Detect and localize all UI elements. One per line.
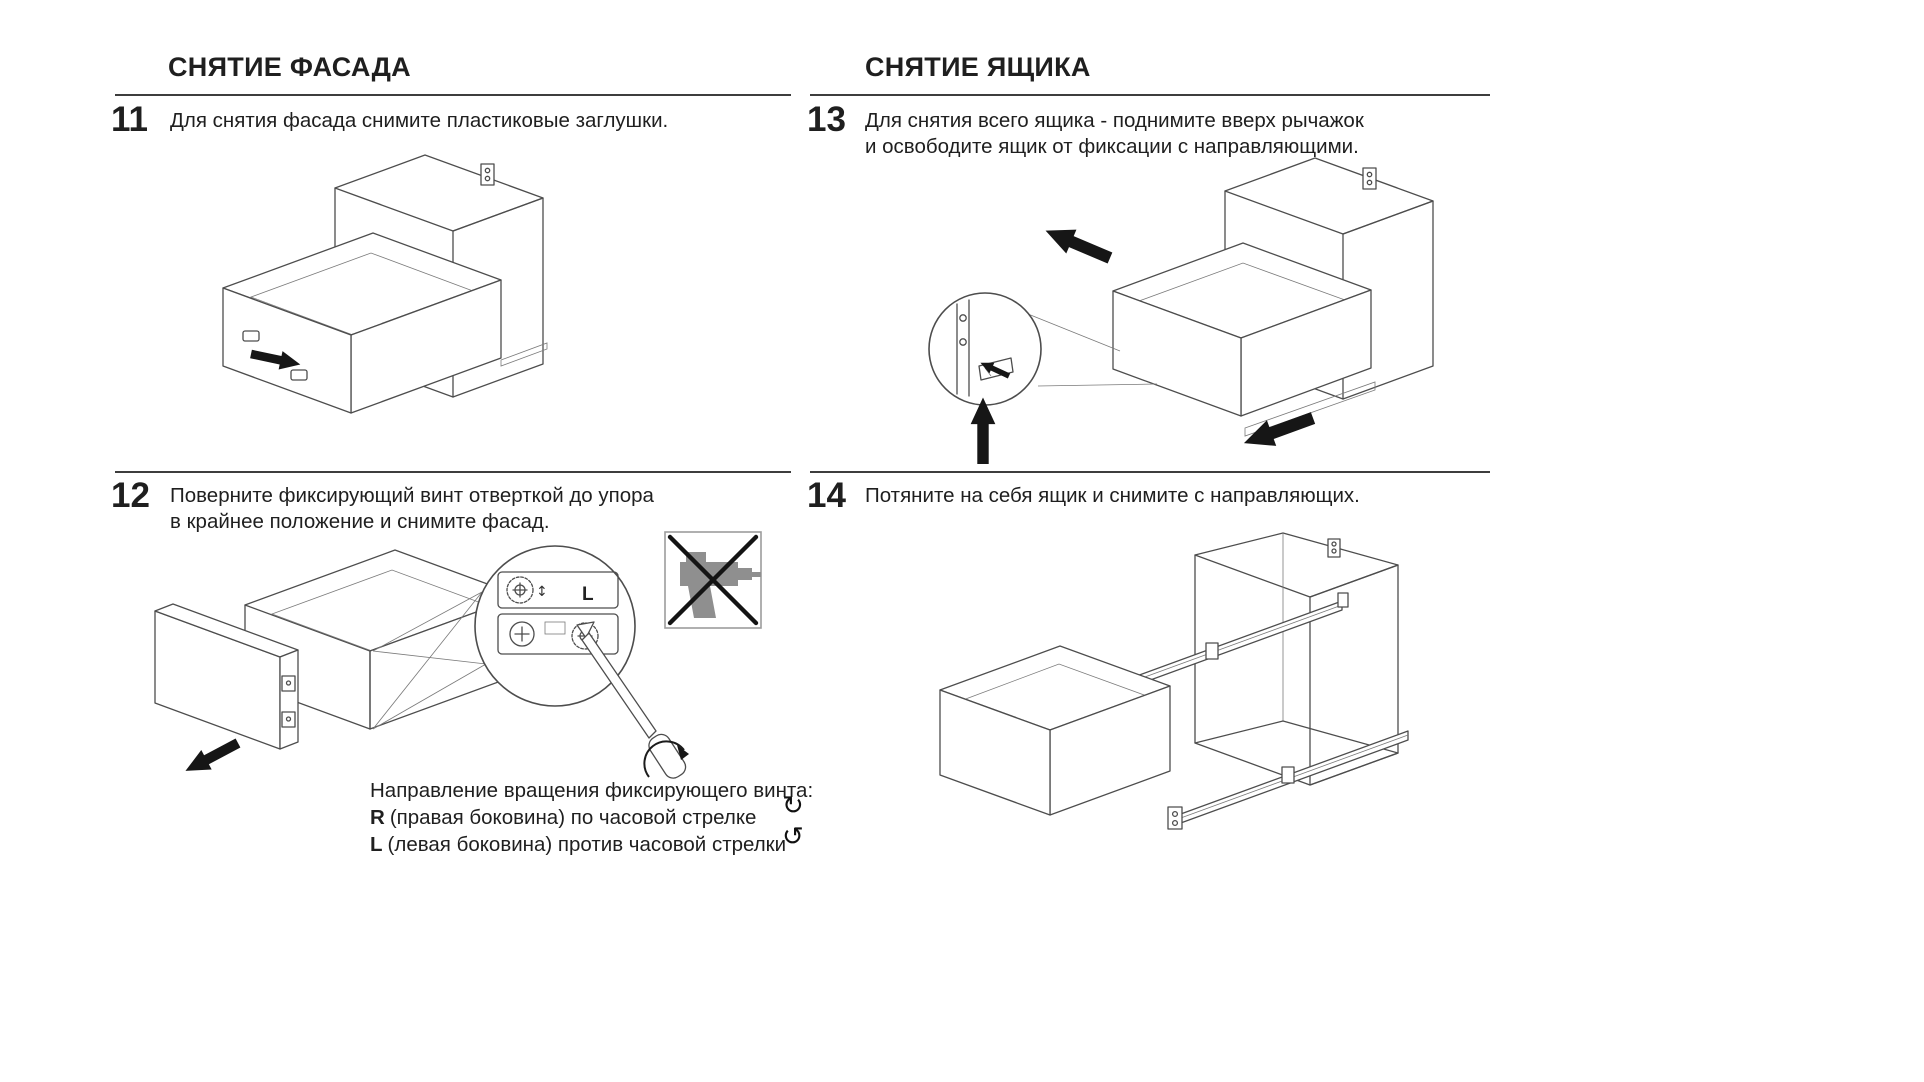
diagram-step-11	[222, 154, 548, 414]
left-side-key: L	[370, 833, 383, 856]
facade-bracket	[281, 711, 296, 728]
facade-removal-arrow-icon	[185, 738, 241, 771]
section-divider	[115, 94, 791, 96]
leader-lines	[1027, 313, 1158, 387]
lock-position-label: L	[582, 584, 594, 605]
drawer	[222, 232, 548, 414]
updown-arrow-icon: ↕	[536, 584, 548, 600]
facade-bracket	[281, 675, 296, 692]
counterclockwise-icon: ↺	[782, 822, 804, 852]
no-drill-icon	[664, 531, 762, 629]
screwdriver-icon	[576, 621, 687, 779]
rear-bracket-icon	[480, 163, 495, 186]
step-13-number: 13	[807, 100, 846, 139]
clockwise-icon: ↻	[782, 791, 804, 821]
rotation-direction-icon	[643, 740, 689, 778]
rotation-note: Направление вращения фиксирующего винта:…	[370, 777, 813, 858]
rotation-note-heading: Направление вращения фиксирующего винта:	[370, 779, 814, 802]
magnifier-detail: ↕ L	[474, 545, 689, 779]
step-14-number: 14	[807, 476, 846, 515]
diagram-step-13	[928, 157, 1434, 464]
step-12-line-2: в крайнее положение и снимите фасад.	[170, 510, 550, 533]
step-12-number: 12	[111, 476, 150, 515]
cap-removal-arrow-icon	[250, 349, 301, 370]
leader-lines	[372, 591, 487, 730]
plastic-cap	[290, 369, 308, 381]
rear-bracket-icon	[1362, 167, 1377, 190]
lock-mechanism: ↕ L	[497, 571, 619, 655]
drawer	[939, 645, 1171, 816]
facade-panel	[154, 603, 299, 750]
drawer-slide-hint	[500, 342, 548, 367]
section-title-facade: СНЯТИЕ ФАСАДА	[168, 52, 411, 82]
step-13-text: Для снятия всего ящика - поднимите вверх…	[865, 108, 1364, 160]
drawer-slide-rail	[1244, 381, 1376, 437]
section-divider	[810, 94, 1490, 96]
magnifier-circle	[474, 545, 636, 707]
step-11-line-1: Для снятия фасада снимите пластиковые за…	[170, 109, 669, 132]
pull-out-arrow-icon	[1243, 412, 1316, 446]
magnifier-circle	[928, 292, 1042, 406]
lift-up-arrow-icon	[970, 397, 996, 464]
rotation-note-right: R(правая боковина) по часовой стрелке	[370, 804, 813, 831]
latch-detail	[928, 292, 1042, 406]
step-12-line-1: Поверните фиксирующий винт отверткой до …	[170, 484, 654, 507]
step-11-text: Для снятия фасада снимите пластиковые за…	[170, 108, 668, 134]
step-12-text: Поверните фиксирующий винт отверткой до …	[170, 483, 654, 535]
left-side-text: (левая боковина) против часовой стрелки	[387, 833, 787, 856]
rear-bracket-icon	[1327, 538, 1341, 558]
drawer-slide-right	[1167, 730, 1409, 830]
right-side-key: R	[370, 806, 385, 829]
step-14-line-1: Потяните на себя ящик и снимите с направ…	[865, 484, 1360, 507]
plastic-cap	[242, 330, 260, 342]
step-11-number: 11	[111, 100, 148, 139]
section-title-drawer: СНЯТИЕ ЯЩИКА	[865, 52, 1091, 82]
pull-up-arrow-icon	[1045, 229, 1113, 264]
rotation-note-left: L(левая боковина) против часовой стрелки	[370, 831, 813, 858]
diagram-step-12: ↕ L	[154, 531, 762, 779]
diagram-step-14	[939, 532, 1409, 830]
step-13-line-1: Для снятия всего ящика - поднимите вверх…	[865, 109, 1364, 132]
right-side-text: (правая боковина) по часовой стрелке	[389, 806, 757, 829]
section-divider	[810, 471, 1490, 473]
lever-lift-arrow-icon	[980, 362, 1011, 379]
step-13-line-2: и освободите ящик от фиксации с направля…	[865, 135, 1359, 158]
section-divider	[115, 471, 791, 473]
step-14-text: Потяните на себя ящик и снимите с направ…	[865, 483, 1360, 509]
drawer	[1112, 242, 1376, 437]
